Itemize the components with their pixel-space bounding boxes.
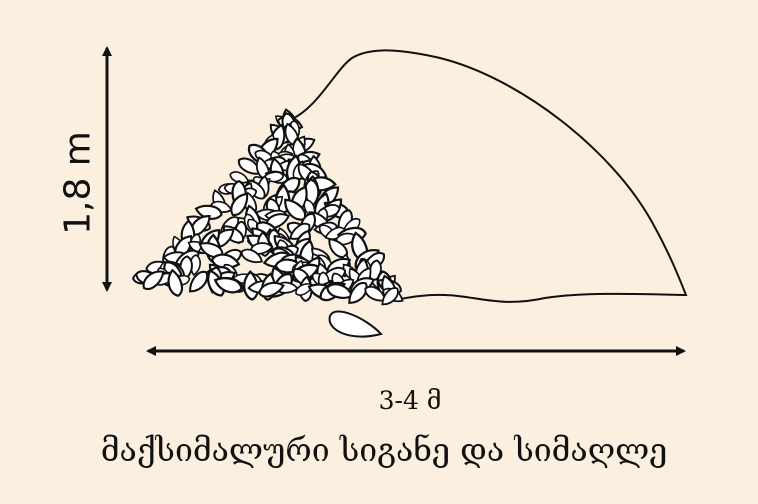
width-label: 3-4 მ <box>378 386 442 415</box>
mound-outline <box>289 49 688 303</box>
leaf-icon <box>328 238 348 259</box>
leaf-icon <box>230 192 249 216</box>
height-label: 1,8 m <box>57 131 99 235</box>
leaf-icon <box>167 268 183 297</box>
leaf-heap <box>131 108 404 306</box>
leaf-icon <box>189 254 201 277</box>
leaf-icon <box>284 198 307 221</box>
caption: მაქსიმალური სიგანე და სიმაღლე <box>100 431 668 469</box>
leaf-icon <box>240 248 264 264</box>
leaf-icon <box>258 282 285 298</box>
loose-leaf-icon <box>328 310 383 338</box>
leaf-icon <box>194 204 223 220</box>
leaf-icon <box>381 287 399 306</box>
leaf-icon <box>189 270 209 293</box>
leaf-icon <box>213 277 243 294</box>
leaf-icon <box>142 270 165 290</box>
